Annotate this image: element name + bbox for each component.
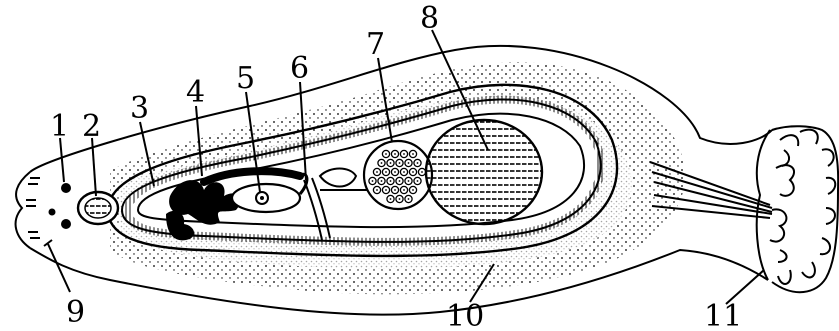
- label-11: 11: [704, 299, 742, 331]
- label-9: 9: [66, 295, 85, 330]
- label-4: 4: [186, 75, 205, 110]
- label-5: 5: [236, 61, 255, 96]
- eyespot: [61, 183, 71, 193]
- label-6: 6: [290, 51, 309, 86]
- label-2: 2: [82, 109, 101, 144]
- cellular-organ: [364, 141, 432, 209]
- label-10: 10: [446, 299, 484, 331]
- eyespot: [61, 219, 71, 229]
- label-7: 7: [366, 27, 385, 62]
- label-8: 8: [420, 1, 439, 36]
- label-1: 1: [50, 109, 69, 144]
- label-3: 3: [130, 91, 149, 126]
- head-region: [26, 178, 118, 246]
- hatched-organ: [426, 120, 542, 224]
- posterior-disc: [757, 126, 838, 292]
